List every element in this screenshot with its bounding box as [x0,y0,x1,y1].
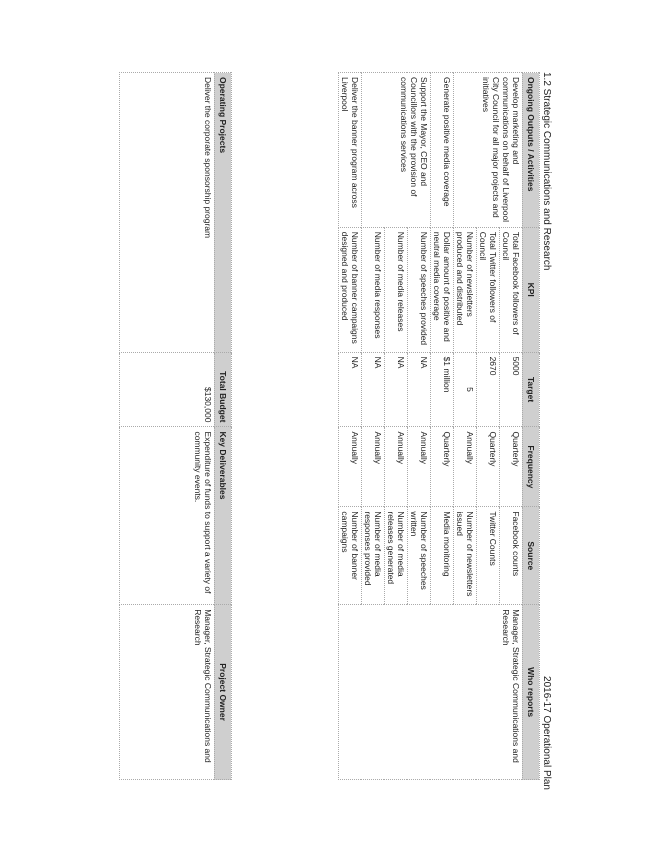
ongoing-outputs-table: Ongoing Outputs / Activities KPI Target … [338,72,540,780]
plan-title: 2016-17 Operational Plan [541,676,552,790]
source-cell: Twitter Counts [476,506,500,605]
target-cell: 5000 [499,352,523,427]
kpi-cell: Total Facebook followers of Council [499,227,523,353]
col-source: Source [522,506,540,605]
deliverable-cell: Expenditure of funds to support a variet… [119,426,215,605]
target-cell: NA [361,352,385,427]
source-cell: Number of newsletters issued [453,506,477,605]
target-cell: 5 [453,352,477,427]
who-reports-cell: Manager, Strategic Communications and Re… [338,604,523,780]
frequency-cell: Annually [384,426,408,507]
budget-cell: $130,000 [119,352,215,427]
frequency-cell: Annually [338,426,362,507]
source-cell: Number of banner campaigns [338,506,362,605]
col-kpi: KPI [522,227,540,353]
operating-projects-table: Operating Projects Total Budget Key Deli… [119,72,232,780]
kpi-cell: Number of media releases [384,227,408,353]
activity-cell: Deliver the banner program across Liverp… [338,72,362,228]
activity-cell: Generate positive media coverage [430,72,454,228]
target-cell: $1 million [430,352,454,427]
frequency-cell: Annually [407,426,431,507]
table-header-row: Ongoing Outputs / Activities KPI Target … [522,72,540,780]
col-activity: Ongoing Outputs / Activities [522,72,540,228]
table-header-row: Operating Projects Total Budget Key Deli… [214,72,232,780]
col-target: Target [522,352,540,427]
kpi-cell: Number of banner campaigns designed and … [338,227,362,353]
target-cell: NA [407,352,431,427]
target-cell: 2670 [476,352,500,427]
kpi-cell: Dollar amount of positive and neutral me… [430,227,454,353]
source-cell: Facebook counts [499,506,523,605]
frequency-cell: Annually [361,426,385,507]
kpi-cell: Number of speeches provided [407,227,431,353]
kpi-cell: Number of media responses [361,227,385,353]
table-row: Deliver the corporate sponsorship progra… [119,72,215,780]
section-title: 1.2 Strategic Communications and Researc… [541,72,552,271]
project-cell: Deliver the corporate sponsorship progra… [119,72,215,353]
col-budget: Total Budget [214,352,232,427]
kpi-cell: Total Twitter followers of Council [476,227,500,353]
col-owner: Project Owner [214,604,232,780]
source-cell: Media monitoring [430,506,454,605]
target-cell: NA [338,352,362,427]
source-cell: Number of media releases generated [384,506,408,605]
col-deliverables: Key Deliverables [214,426,232,605]
target-cell: NA [384,352,408,427]
owner-cell: Manager, Strategic Communications and Re… [119,604,215,780]
source-cell: Number of speeches written [407,506,431,605]
kpi-cell: Number of newsletters produced and distr… [453,227,477,353]
frequency-cell: Annually [453,426,477,507]
col-who-reports: Who reports [522,604,540,780]
col-project: Operating Projects [214,72,232,353]
frequency-cell: Quarterly [476,426,500,507]
activity-cell: Develop marketing and communications on … [453,72,523,228]
table-row: Develop marketing and communications on … [338,72,523,780]
activity-cell: Support the Mayor, CEO and Councillors w… [361,72,431,228]
frequency-cell: Quarterly [499,426,523,507]
frequency-cell: Quarterly [430,426,454,507]
source-cell: Number of media responses provided [361,506,385,605]
col-frequency: Frequency [522,426,540,507]
